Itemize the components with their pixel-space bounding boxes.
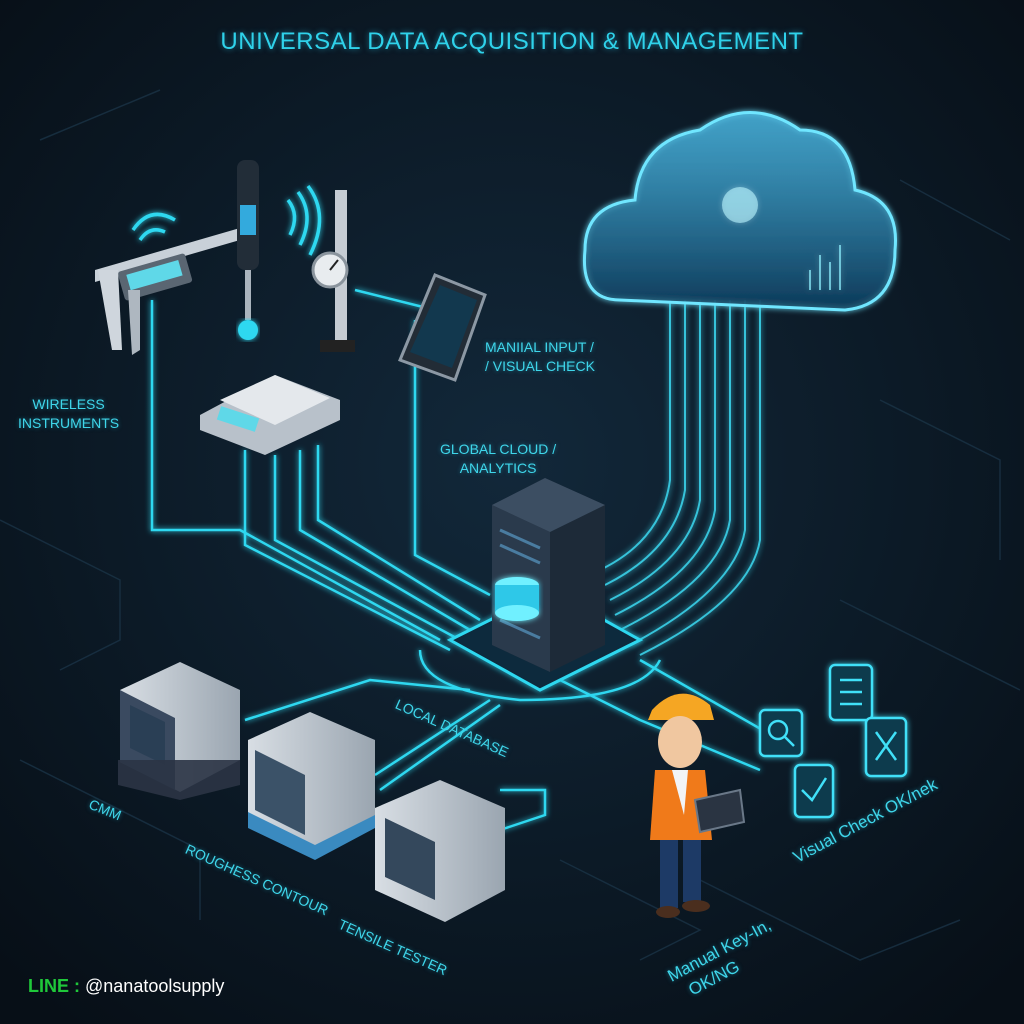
tablet-icon xyxy=(398,273,487,382)
label-line: MANIIAL INPUT / xyxy=(485,339,594,355)
wifi-icon xyxy=(131,184,322,256)
label-line: INSTRUMENTS xyxy=(18,415,120,431)
connection-lines xyxy=(150,288,781,832)
wireless-instruments-label: WIRELESS INSTRUMENTS xyxy=(18,395,119,433)
page-title: UNIVERSAL DATA ACQUISITION & MANAGEMENT xyxy=(220,28,804,55)
label-line: WIRELESS xyxy=(32,396,105,412)
dial-gauge-icon xyxy=(311,190,355,352)
roughness-machine-icon xyxy=(248,712,375,860)
footer-contact: LINE : @nanatoolsupply xyxy=(28,976,224,997)
label-line: / VISUAL CHECK xyxy=(485,358,595,374)
checklist-icon xyxy=(758,663,908,819)
scale-icon xyxy=(200,375,340,455)
tensile-tester-icon xyxy=(375,780,505,922)
data-stream xyxy=(599,300,761,656)
circuit-background xyxy=(0,89,1021,961)
cmm-machine-icon xyxy=(118,662,240,800)
worker-icon xyxy=(648,693,746,918)
caliper-icon xyxy=(95,228,240,355)
label-line: ANALYTICS xyxy=(459,460,537,476)
height-gauge-icon xyxy=(237,160,259,340)
cloud-icon xyxy=(582,111,897,312)
line-label: LINE : xyxy=(28,976,80,996)
manual-input-label: MANIIAL INPUT / / VISUAL CHECK xyxy=(485,338,595,376)
label-line: GLOBAL CLOUD / xyxy=(440,441,557,457)
server-icon xyxy=(446,478,644,692)
line-handle: @nanatoolsupply xyxy=(85,976,225,996)
global-cloud-label: GLOBAL CLOUD / ANALYTICS xyxy=(440,440,556,478)
